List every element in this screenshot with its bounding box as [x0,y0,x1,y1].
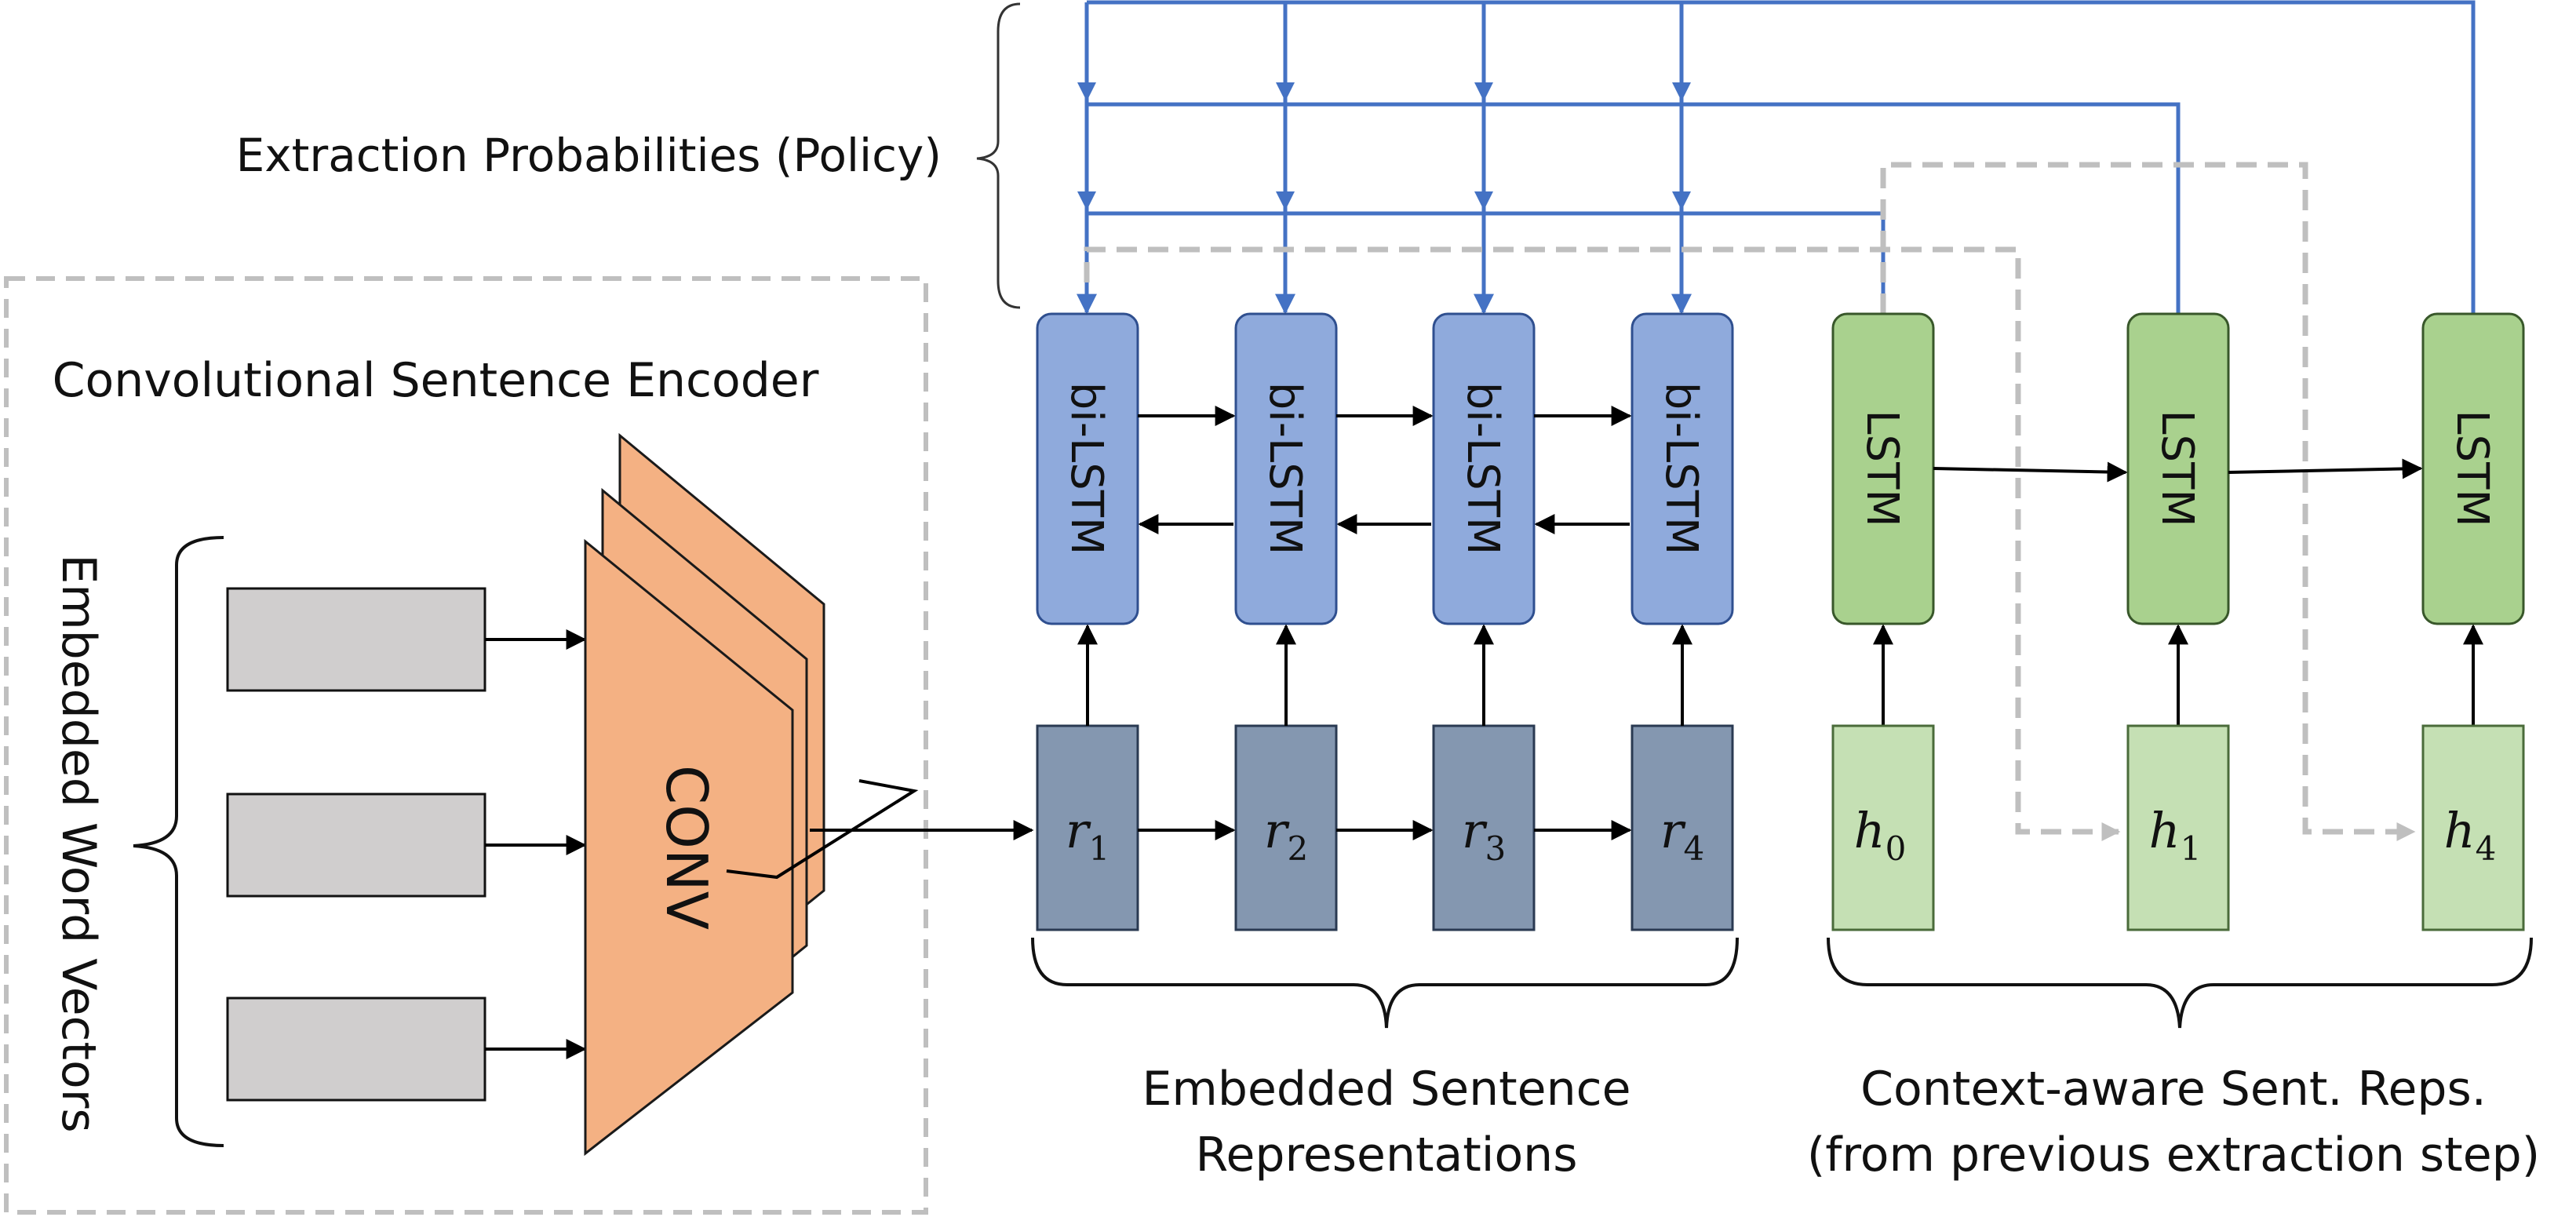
word-vectors-label: Embedded Word Vectors [51,554,106,1132]
svg-text:r3: r3 [1462,802,1506,868]
r-cell-3: r3 [1432,724,1536,931]
context-reps-brace [1827,937,2533,1029]
context-reps-label-1: Context-aware Sent. Reps. [1860,1062,2487,1117]
policy-line-lstm-2 [1087,102,2181,314]
encoder-title: Convolutional Sentence Encoder [53,353,819,408]
policy-brace [976,2,1021,309]
lstm-cell-2: LSTM [2126,312,2230,625]
feedback-line-h1 [1084,246,2121,841]
svg-text:bi-LSTM: bi-LSTM [1457,382,1508,556]
h-cell-4: h4 [2421,724,2525,931]
policy-junction-arrows [1077,82,1691,210]
sentence-reps: r1 r2 r3 r4 [1036,724,1734,931]
svg-text:r1: r1 [1066,802,1109,868]
h-cell-0: h0 [1831,724,1935,931]
context-reps-label-2: (from previous extraction step) [1807,1128,2540,1182]
svg-text:bi-LSTM: bi-LSTM [1656,382,1707,556]
lstm-cell-1: LSTM [1831,312,1935,625]
word-vectors-brace [133,536,224,1147]
sentence-reps-brace [1031,937,1739,1029]
bilstm-layer: bi-LSTM bi-LSTM bi-LSTM bi-LSTM [1036,312,1734,726]
sentence-reps-label-1: Embedded Sentence [1142,1062,1631,1117]
bilstm-cell-1: bi-LSTM [1036,312,1139,625]
context-reps: h0 h1 h4 [1831,724,2525,931]
conv-to-r1-arrow [726,779,919,880]
conv-layer-front [584,538,794,1157]
svg-text:bi-LSTM: bi-LSTM [1061,382,1112,556]
h-cell-1: h1 [2126,724,2230,931]
svg-text:LSTM: LSTM [1856,410,1907,527]
bilstm-cell-2: bi-LSTM [1234,312,1338,625]
bilstm-cell-4: bi-LSTM [1630,312,1734,625]
lstm-layer: LSTM LSTM LSTM [1831,312,2525,726]
r-cell-2: r2 [1234,724,1338,931]
svg-text:h4: h4 [2444,802,2497,868]
policy-line-lstm-3 [1087,0,2476,314]
word-vector-1 [226,587,486,692]
svg-text:r2: r2 [1264,802,1308,868]
svg-text:h1: h1 [2149,802,2202,868]
svg-text:LSTM: LSTM [2447,410,2498,527]
conv-label: CONV [654,765,720,930]
r-cell-4: r4 [1630,724,1734,931]
feedback-line-h4 [1880,162,2416,841]
word-vector-2 [226,793,486,898]
r-cell-1: r1 [1036,724,1139,931]
sentence-reps-label-2: Representations [1196,1128,1578,1182]
word-vectors [226,587,587,1102]
svg-text:r4: r4 [1660,802,1704,868]
conv-layers [584,432,825,1157]
svg-text:LSTM: LSTM [2152,410,2203,527]
svg-text:h0: h0 [1854,802,1907,868]
bilstm-cell-3: bi-LSTM [1432,312,1536,625]
word-vector-3 [226,997,486,1102]
policy-lines [1077,0,2476,315]
lstm-cell-3: LSTM [2421,312,2525,625]
feedback-lines [1084,162,2416,841]
svg-text:bi-LSTM: bi-LSTM [1259,382,1310,556]
policy-label: Extraction Probabilities (Policy) [236,129,942,182]
encoder-box [4,276,928,1215]
